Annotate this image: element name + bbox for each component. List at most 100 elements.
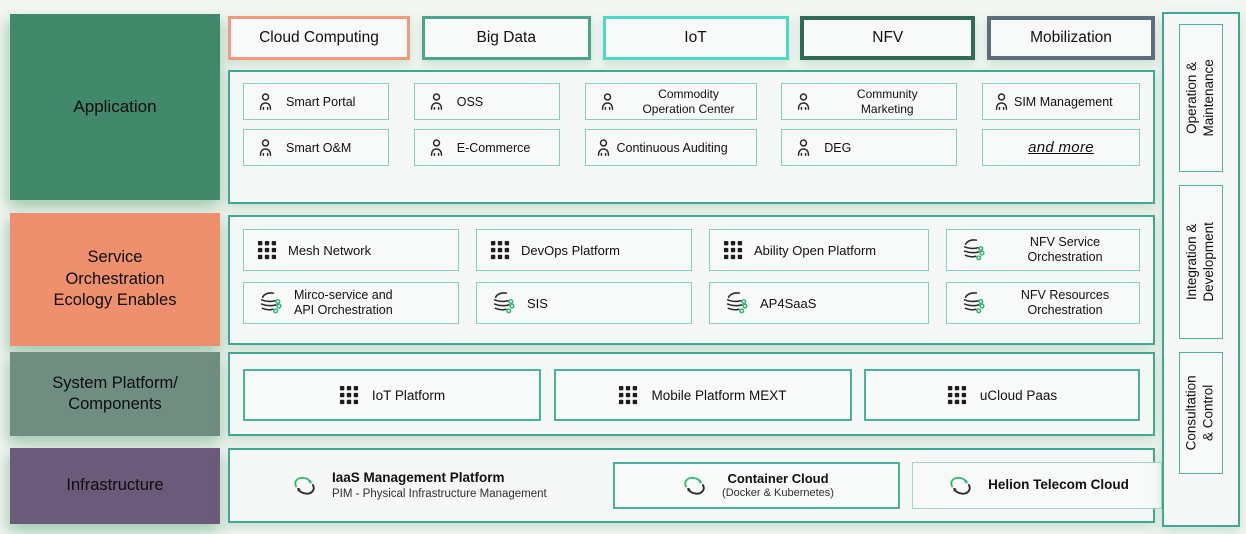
app-item-community-marketing: Community Marketing [781,83,958,120]
swirl-icon [960,290,987,317]
swirl-icon [490,290,517,317]
layer-block-infrastructure: Infrastructure [10,448,220,524]
svc-item-nfv-resources-orchestration: NFV Resources Orchestration [946,282,1140,324]
system-row: IoT Platform Mobile Platform MEXT uCloud… [243,369,1140,421]
grid-icon [723,240,744,261]
item-subtitle: PIM - Physical Infrastructure Management [332,487,547,500]
item-label: NFV Service Orchestration [1027,235,1103,264]
inf-item-helion-telecom-cloud: Helion Telecom Cloud [912,462,1162,509]
person-icon [991,91,1012,112]
item-label: Mesh Network [288,242,372,258]
item-label: Mirco-service and API Orchestration [294,288,393,317]
item-label: Commodity Operation Center [642,87,735,116]
item-label: IoT Platform [371,387,446,403]
app-item-smart-oandm: Smart O&M [243,129,389,166]
svc-item-nfv-service-orchestration: NFV Service Orchestration [946,229,1140,271]
person-icon [793,91,814,112]
item-label: Smart O&M [286,140,352,155]
application-container: Smart Portal OSS Commodity Operation Cen… [228,70,1155,204]
item-label: Community Marketing [856,87,918,116]
vbox-integration-development: Integration & Development [1179,185,1223,339]
svc-item-sis: SIS [476,282,692,324]
app-item-e-commerce: E-Commerce [413,129,560,166]
layer-label: System Platform/ Components [52,373,178,413]
swirl-icon [723,290,750,317]
svc-item-ap4saas: AP4SaaS [709,282,929,324]
item-title: Helion Telecom Cloud [988,477,1129,493]
item-label: DevOps Platform [521,242,620,258]
item-label: Mobile Platform MEXT [651,387,787,403]
person-icon [426,91,447,112]
recycle-cloud-icon [289,473,320,498]
item-label: OSS [456,94,484,109]
app-item-and-more: and more [982,129,1140,166]
app-item-commodity-operation-center: Commodity Operation Center [584,83,757,120]
system-platform-container: IoT Platform Mobile Platform MEXT uCloud… [228,352,1155,436]
tab-label: NFV [872,29,904,46]
item-label: AP4SaaS [760,295,817,311]
layer-label: Service Orchestration Ecology Enables [53,248,177,310]
app-item-sim-management: SIM Management [982,83,1140,120]
application-row-2: Smart O&M E-Commerce Continuous Auditing… [243,129,1140,166]
layer-block-system-platform: System Platform/ Components [10,352,220,436]
tab-mobilization: Mobilization [987,16,1155,60]
app-item-continuous-auditing: Continuous Auditing [584,129,757,166]
inf-item-container-cloud: Container Cloud (Docker & Kubernetes) [613,462,900,509]
vbox-label: Consultation & Control [1184,375,1216,451]
person-icon [255,91,276,112]
tab-nfv: NFV [800,16,976,60]
vbox-consultation-control: Consultation & Control [1179,352,1223,474]
svc-item-microservice-api-orchestration: Mirco-service and API Orchestration [243,282,459,324]
recycle-cloud-icon [679,473,710,498]
layer-label: Infrastructure [66,476,164,495]
grid-icon [618,385,639,406]
tab-cloud-computing: Cloud Computing [228,16,410,60]
item-text: Container Cloud (Docker & Kubernetes) [722,471,834,501]
application-row-1: Smart Portal OSS Commodity Operation Cen… [243,83,1140,120]
person-icon [593,137,614,158]
grid-icon [490,240,511,261]
layer-label: Application [73,96,157,116]
tab-label: Cloud Computing [259,29,379,46]
item-subtitle: (Docker & Kubernetes) [722,486,834,499]
grid-icon [947,385,968,406]
lifecycle-column: Operation & Maintenance Integration & De… [1162,12,1240,527]
item-text: IaaS Management Platform PIM - Physical … [332,470,547,501]
service-row-1: Mesh Network DevOps Platform Ability Ope… [243,229,1140,271]
app-item-deg: DEG [781,129,958,166]
item-label: SIM Management [1014,94,1113,109]
grid-icon [339,385,360,406]
infrastructure-container: IaaS Management Platform PIM - Physical … [228,448,1162,523]
app-item-oss: OSS [413,83,560,120]
item-label: E-Commerce [456,140,531,155]
recycle-cloud-icon [945,473,976,498]
item-label: uCloud Paas [979,387,1058,403]
tab-label: IoT [684,29,707,46]
vbox-operation-maintenance: Operation & Maintenance [1179,24,1223,172]
vbox-label: Operation & Maintenance [1184,59,1216,137]
person-icon [255,137,276,158]
svc-item-ability-open-platform: Ability Open Platform [709,229,929,271]
svc-item-devops-platform: DevOps Platform [476,229,692,271]
app-item-smart-portal: Smart Portal [243,83,389,120]
layer-block-application: Application [10,14,220,200]
item-label: Continuous Auditing [616,140,728,155]
tab-big-data: Big Data [421,16,591,60]
svc-item-mesh-network: Mesh Network [243,229,459,271]
vbox-label: Integration & Development [1184,222,1217,302]
item-title: Container Cloud [727,470,829,486]
tab-iot: IoT [602,16,789,60]
sys-item-mobile-platform-mext: Mobile Platform MEXT [553,369,852,421]
person-icon [426,137,447,158]
grid-icon [257,240,278,261]
inf-item-iaas-management-platform: IaaS Management Platform PIM - Physical … [289,470,589,501]
item-label: DEG [824,140,852,155]
swirl-icon [257,290,284,317]
layer-block-service-orchestration: Service Orchestration Ecology Enables [10,213,220,346]
tab-label: Mobilization [1030,29,1112,46]
sys-item-ucloud-paas: uCloud Paas [864,369,1140,421]
service-orchestration-container: Mesh Network DevOps Platform Ability Ope… [228,215,1155,345]
tab-label: Big Data [476,29,536,46]
swirl-icon [960,237,987,264]
